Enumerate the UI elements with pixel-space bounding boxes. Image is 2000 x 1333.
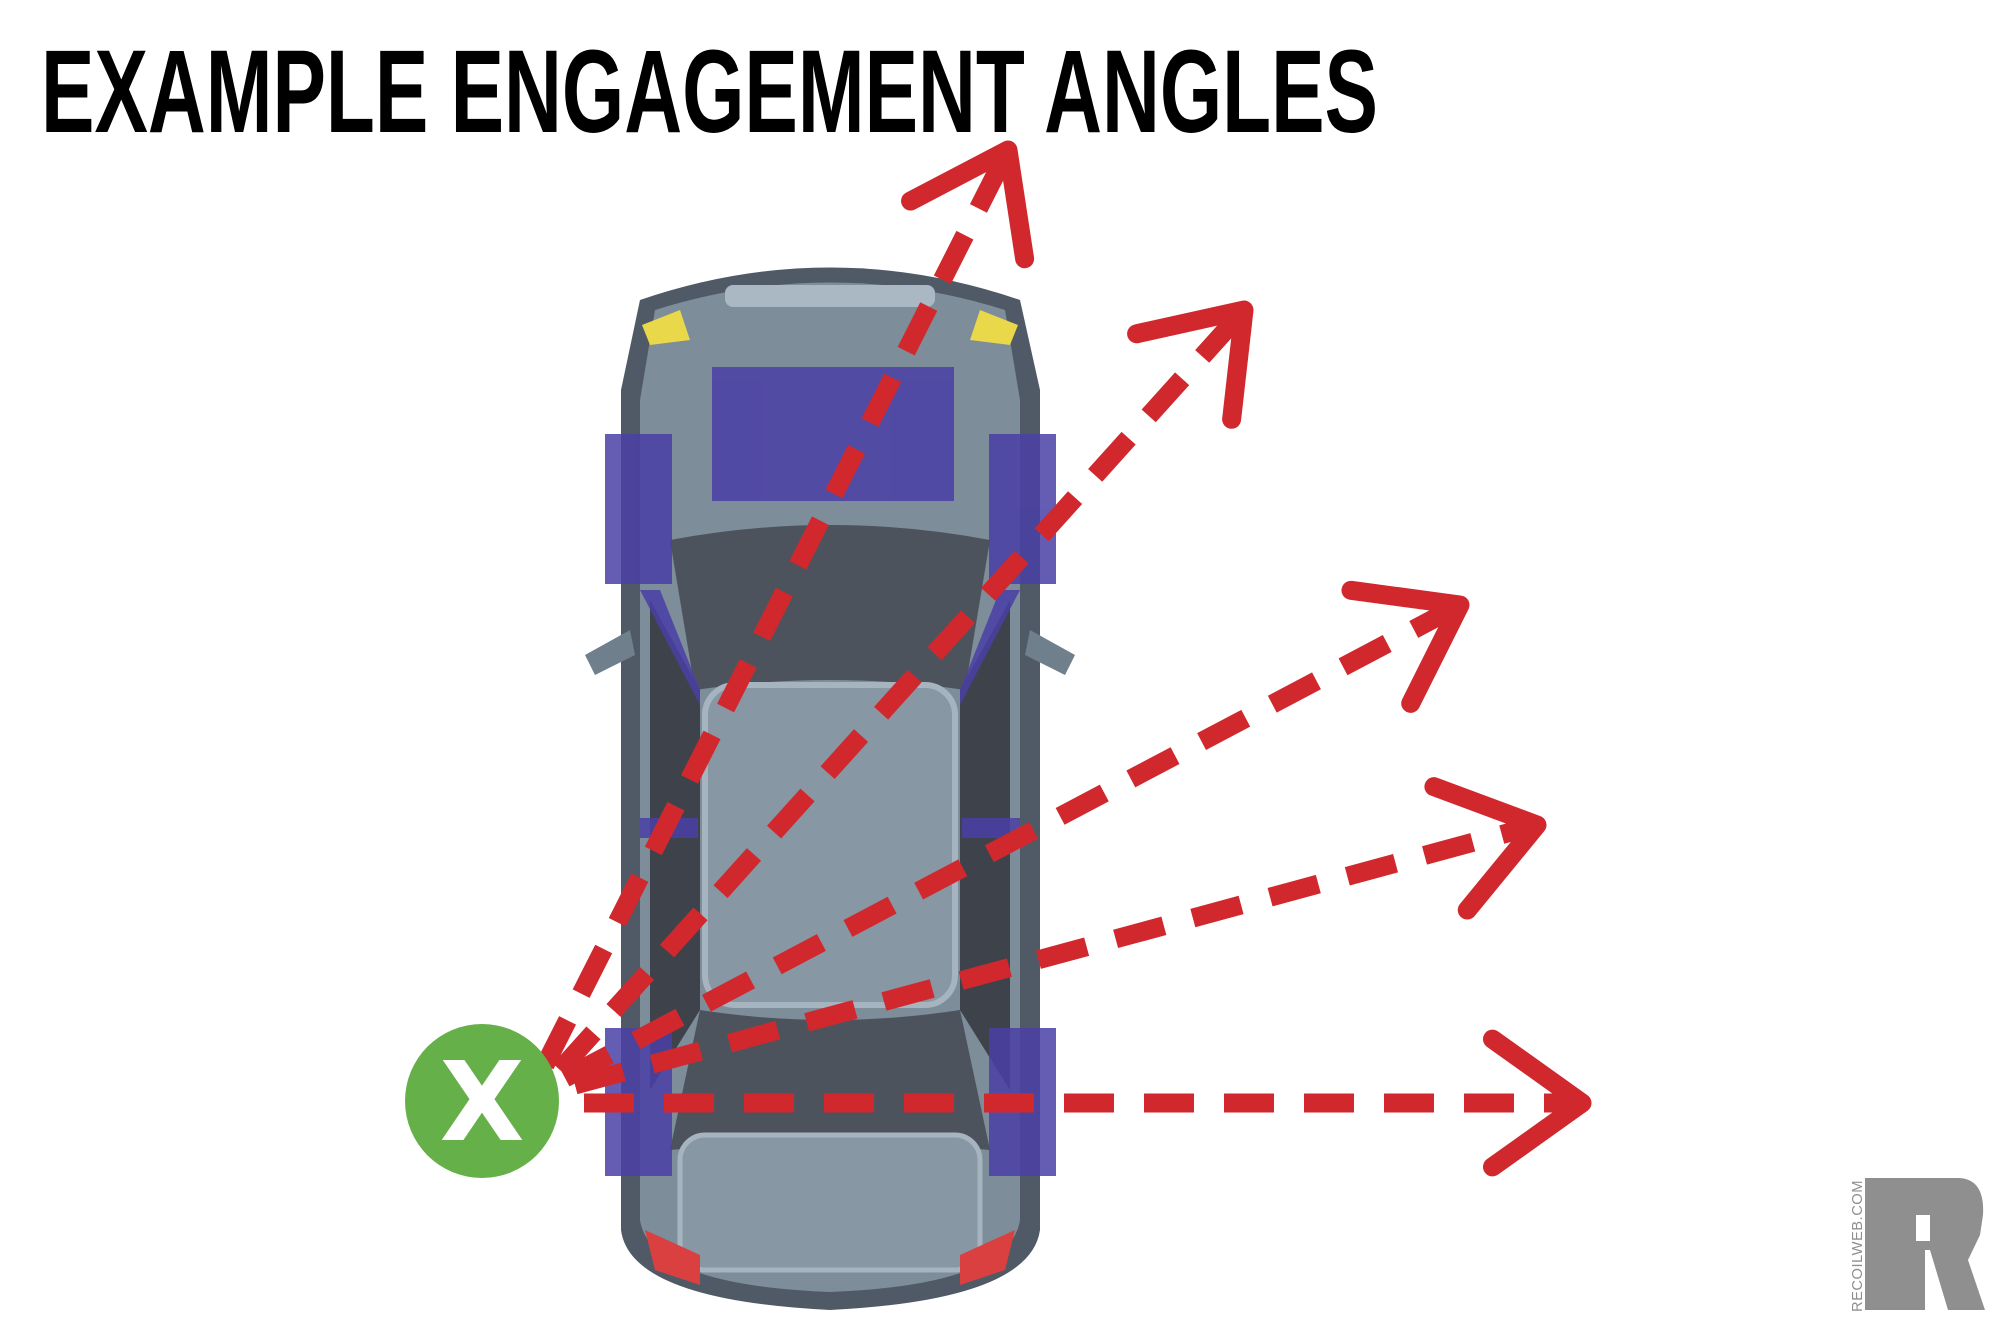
left-a-pillar-zone [640,590,700,705]
left-taillight [645,1230,700,1285]
logo-r-mark [1865,1178,1985,1310]
left-mirror [585,630,635,675]
arrow-2-line [552,303,1252,1077]
right-headlight [970,310,1018,345]
arrow-4-line [572,815,1540,1095]
right-taillight [960,1230,1015,1285]
arrow-1-head [901,140,1035,269]
right-a-pillar-zone [960,590,1020,705]
rear-window [670,1010,990,1150]
left-headlight [642,310,690,345]
arrow-2-head [1127,300,1254,429]
right-mirror [1025,630,1075,675]
shooter-position-marker: X [405,1024,559,1178]
logo-text: RECOILWEB.COM [1849,1180,1866,1312]
arrow-4-head [1424,777,1547,920]
roof [702,682,958,1008]
arrow-3-head [1341,580,1470,713]
arrow-5-head [1482,1029,1592,1177]
engagement-arrows [536,140,1592,1177]
shooter-circle [405,1024,559,1178]
arrow-1-line [536,145,1017,1070]
arrow-3-line [560,596,1465,1087]
front-left-wheel-zone [605,434,672,584]
windshield [670,525,990,690]
recoil-logo: RECOILWEB.COM [1849,1178,1985,1312]
trunk [677,1132,983,1273]
cabin-left [650,600,700,1090]
right-b-pillar-zone [962,818,1020,838]
x-mark: X [440,1038,525,1166]
page-title: EXAMPLE ENGAGEMENT ANGLES [41,26,1378,158]
car-top-view [585,267,1075,1310]
